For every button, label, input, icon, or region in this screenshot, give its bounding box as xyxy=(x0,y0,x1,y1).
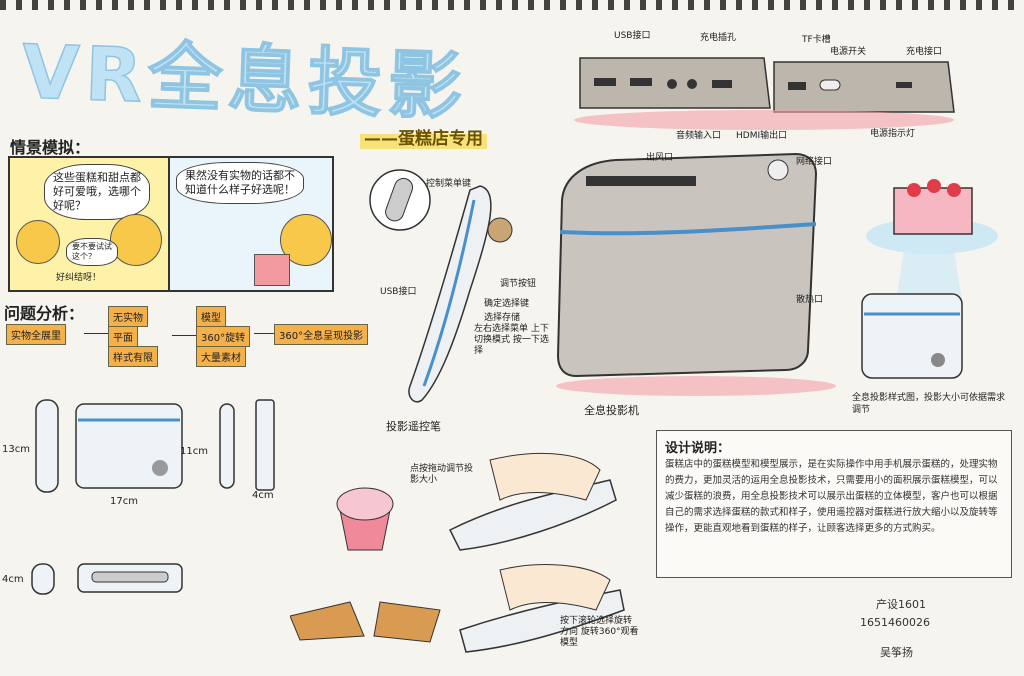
remote-note-2: 确定选择键 xyxy=(484,299,530,309)
design-title: 设计说明： xyxy=(665,441,731,456)
port-indicator: 电源指示灯 xyxy=(870,129,916,139)
port-charge: 充电接口 xyxy=(906,47,943,57)
dim-height: 13cm xyxy=(2,444,30,455)
spiral-binding xyxy=(0,0,1024,10)
remote-note-4: 左右选择菜单 上下切换模式 按一下选择 xyxy=(474,324,549,356)
remote-key-label: 控制菜单键 xyxy=(426,179,472,189)
dim-thick-2: 4cm xyxy=(2,574,24,585)
analysis-right-1: 模型 xyxy=(196,306,226,327)
usage-note-1: 点按拖动调节投影大小 xyxy=(410,464,474,485)
usage-note-2: 按下滚轮选择旋转方向 旋转360°观看模型 xyxy=(560,616,639,648)
remote-usb-label: USB接口 xyxy=(380,287,417,297)
analysis-source: 实物全展里 xyxy=(6,324,66,345)
port-usb: USB接口 xyxy=(614,31,651,41)
comic-bubble-2: 要不要试试这个？ xyxy=(66,238,118,266)
port-views xyxy=(574,57,955,130)
menu-card xyxy=(254,254,290,286)
analysis-label: 问题分析： xyxy=(4,304,85,323)
projector-caption: 全息投影机 xyxy=(584,404,639,417)
scene-label: 情景模拟： xyxy=(10,138,91,157)
port-hdmi: HDMI输出口 xyxy=(736,131,788,141)
scene-comic: 这些蛋糕和甜点都好可爱哦，选哪个好呢？ 要不要试试这个？ 好纠结呀！ 果然没有实… xyxy=(8,156,334,292)
design-body: 蛋糕店中的蛋糕模型和模型展示，是在实际操作中用手机展示蛋糕的，处理实物的费力，更… xyxy=(665,459,998,534)
analysis-mid-1: 无实物 xyxy=(108,306,148,327)
dim-depth: 11cm xyxy=(180,446,208,457)
net-label: 网络接口 xyxy=(796,157,833,167)
comic-bubble-3: 好纠结呀！ xyxy=(56,273,102,283)
analysis-right-2: 360°旋转 xyxy=(196,326,251,347)
signature-class: 产设1601 xyxy=(876,598,926,611)
comic-bubble-4: 果然没有实物的话都不知道什么样子好选呢！ xyxy=(176,162,304,204)
customer-face-1 xyxy=(16,220,60,264)
remote-note-3: 选择存储 xyxy=(484,313,521,323)
dim-width: 17cm xyxy=(110,496,138,507)
connector xyxy=(254,333,274,334)
vent-label: 散热口 xyxy=(796,295,824,305)
vent-out-label: 出风口 xyxy=(646,153,674,163)
signature-id: 1651460026 xyxy=(860,616,930,629)
analysis-mid-2: 平面 xyxy=(108,326,138,347)
remote-caption: 投影遥控笔 xyxy=(386,420,441,433)
connector xyxy=(84,333,108,334)
customer-face-2 xyxy=(110,214,162,266)
projector-drawing xyxy=(556,152,836,396)
port-audio: 音频输入口 xyxy=(676,131,722,141)
port-power: 充电插孔 xyxy=(700,33,737,43)
dimension-drawings xyxy=(31,399,275,595)
design-description: 设计说明： 蛋糕店中的蛋糕模型和模型展示，是在实际操作中用手机展示蛋糕的，处理实… xyxy=(656,430,1012,578)
signature-name: 吴筝扬 xyxy=(880,646,913,659)
comic-bubble-1: 这些蛋糕和甜点都好可爱哦，选哪个好呢？ xyxy=(44,164,150,220)
comic-panel-1: 这些蛋糕和甜点都好可爱哦，选哪个好呢？ 要不要试试这个？ 好纠结呀！ xyxy=(10,158,170,290)
analysis-mid-3: 样式有限 xyxy=(108,346,158,367)
page-subtitle: ——蛋糕店专用 xyxy=(360,124,487,149)
connector xyxy=(172,335,196,336)
comic-panel-2: 果然没有实物的话都不知道什么样子好选呢！ xyxy=(170,158,332,290)
hologram-caption: 全息投影样式图，投影大小可依据需求调节 xyxy=(852,393,1006,415)
hologram-illustration xyxy=(861,179,998,379)
port-switch: 电源开关 xyxy=(830,47,867,57)
port-tf: TF卡槽 xyxy=(802,35,831,45)
usage-illustrations xyxy=(290,453,625,653)
remote-drawing xyxy=(369,169,513,403)
remote-note-1: 调节按钮 xyxy=(500,279,537,289)
dim-thick: 4cm xyxy=(252,490,274,501)
analysis-right-3: 大量素材 xyxy=(196,346,246,367)
page-title: VR全息投影 xyxy=(20,28,470,131)
analysis-result: 360°全息呈现投影 xyxy=(274,324,369,345)
